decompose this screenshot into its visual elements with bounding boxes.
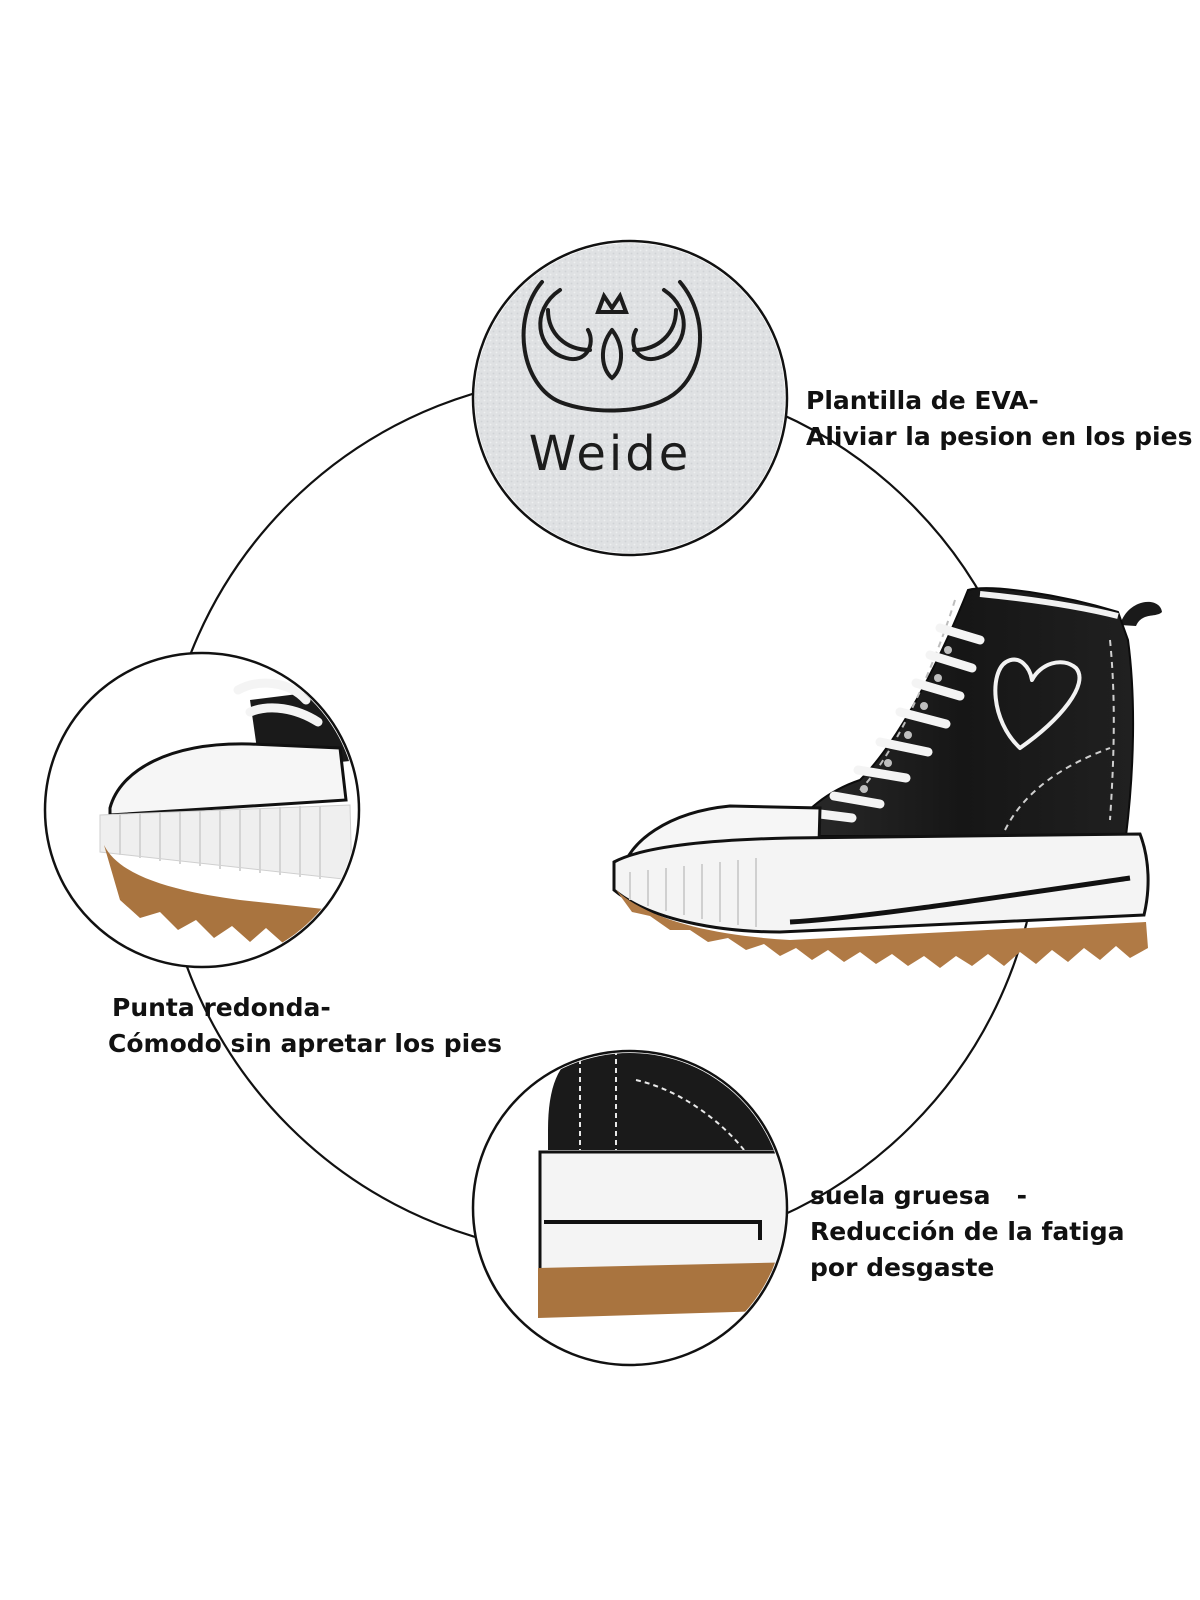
heel-detail (471, 1049, 789, 1367)
callout-sole-line2: Reducción de la fatiga (810, 1217, 1125, 1246)
callout-insole-line1: Plantilla de EVA- (806, 386, 1039, 415)
insole-detail: Weide (471, 239, 789, 557)
callout-toe-line2: Cómodo sin apretar los pies (108, 1029, 503, 1058)
callout-sole: suela gruesa - Reducción de la fatiga po… (810, 1178, 1125, 1286)
callout-sole-line3: por desgaste (810, 1253, 995, 1282)
brand-logo-text: Weide (529, 426, 692, 482)
callout-insole-line2: Aliviar la pesion en los pies (806, 422, 1193, 451)
heart-icon (993, 657, 1082, 750)
callout-toe: Punta redonda- Cómodo sin apretar los pi… (108, 990, 502, 1062)
callout-sole-line1: suela gruesa - (810, 1181, 1027, 1210)
brand-logo-icon (521, 280, 702, 413)
main-shoe-image (612, 587, 1162, 968)
callout-toe-line1: Punta redonda- (112, 993, 331, 1022)
callout-insole: Plantilla de EVA- Aliviar la pesion en l… (806, 383, 1192, 455)
toe-detail (43, 651, 361, 969)
